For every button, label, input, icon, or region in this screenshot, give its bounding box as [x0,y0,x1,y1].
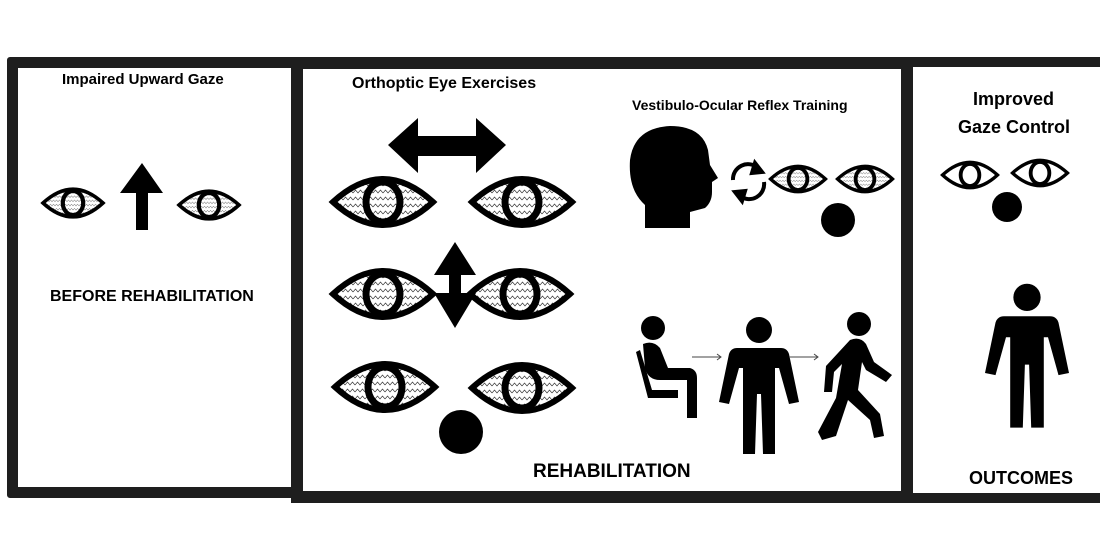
progression-arrow-1-icon [692,353,722,361]
ortho-eye-2-left-icon [333,271,433,317]
rehabilitation-caption: REHABILITATION [533,461,691,482]
orthoptic-title: Orthoptic Eye Exercises [352,75,537,92]
ortho-eye-1-left-icon [333,179,433,225]
ortho-focus-dot-icon [439,410,483,454]
outcome-focus-dot-icon [992,192,1022,222]
vor-title: Vestibulo-Ocular Reflex Training [632,97,848,113]
before-panel-caption: BEFORE REHABILITATION [50,288,254,305]
outcomes-title-line1: Improved [973,89,1055,109]
before-eye-right-icon [179,191,239,219]
head-profile-icon [629,126,718,228]
vor-eye-right-icon [835,164,895,194]
arrow-up-icon [120,163,163,230]
standing-person-icon [719,317,799,454]
outcome-standing-person-icon [985,283,1069,428]
outcomes-title-line2: Gaze Control [958,117,1071,137]
outcome-eye-right-icon [1010,158,1070,188]
ortho-eye-3-left-icon [335,364,435,410]
before-eye-left-icon [43,189,103,217]
rotation-arrows-icon [731,158,767,206]
walking-person-icon [818,312,892,440]
vertical-double-arrow-icon [434,242,476,328]
outcome-eye-left-icon [940,160,1000,190]
vor-eye-left-icon [768,164,828,194]
horizontal-double-arrow-icon [388,118,506,173]
before-panel-title: Impaired Upward Gaze [62,71,224,88]
ortho-eye-1-right-icon [472,179,572,225]
vor-focus-dot-icon [821,203,855,237]
outcomes-panel [902,57,1100,503]
outcomes-caption: OUTCOMES [969,468,1074,488]
rehabilitation-panel [291,57,913,503]
ortho-eye-3-right-icon [472,365,572,411]
sitting-person-icon [636,316,697,418]
progression-arrow-2-icon [789,353,819,361]
ortho-eye-2-right-icon [470,271,570,317]
before-panel [7,57,303,498]
